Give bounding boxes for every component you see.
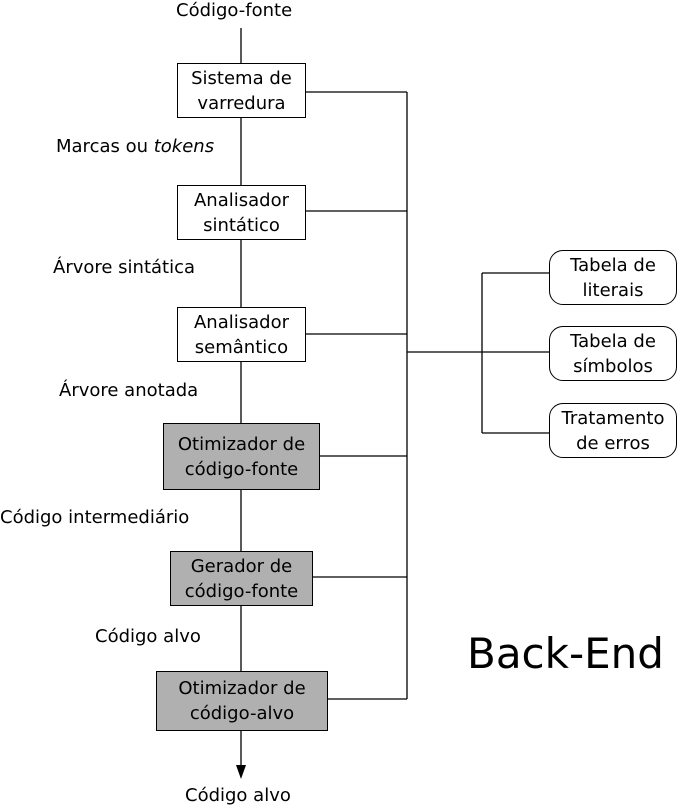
tokens-label: Marcas ou tokens (56, 136, 215, 157)
syntax-tree-label: Árvore sintática (53, 257, 196, 278)
output-label: Código alvo (185, 785, 291, 806)
back-end-title: Back-End (467, 629, 664, 678)
annotated-tree-label: Árvore anotada (59, 380, 199, 401)
input-label: Código-fonte (176, 0, 293, 21)
output-arrowhead (236, 765, 246, 779)
intermediate-code-label: Código intermediário (0, 507, 190, 528)
target-code-label: Código alvo (95, 626, 201, 647)
